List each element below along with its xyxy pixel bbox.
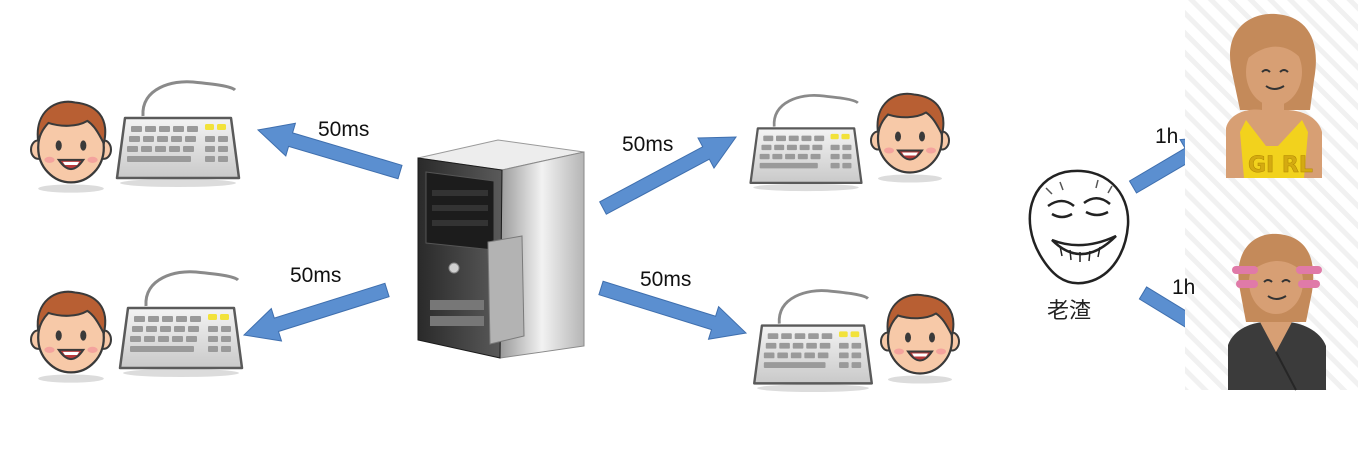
arrow-icon bbox=[256, 122, 403, 180]
client-top-left bbox=[30, 80, 241, 194]
client-top-right bbox=[749, 92, 950, 192]
boy-face-icon bbox=[880, 293, 960, 385]
arrow-icon bbox=[242, 282, 390, 342]
keyboard-icon bbox=[752, 289, 874, 393]
shirt-text: GI RL bbox=[1248, 153, 1313, 178]
boy-face-icon bbox=[30, 100, 112, 194]
boy-face-icon bbox=[30, 290, 112, 384]
woman-avatar-icon: GI RL bbox=[1226, 13, 1322, 178]
duration-label: 1h bbox=[1155, 125, 1178, 148]
person-label: 老渣 bbox=[1047, 299, 1091, 324]
server-tower-icon bbox=[417, 139, 585, 359]
woman-avatar-icon bbox=[1228, 233, 1326, 391]
arrow-icon bbox=[599, 136, 737, 215]
client-bottom-right bbox=[752, 289, 960, 393]
duration-label: 1h bbox=[1172, 276, 1195, 299]
latency-label: 50ms bbox=[318, 118, 369, 141]
client-bottom-left bbox=[30, 270, 244, 384]
latency-label: 50ms bbox=[290, 264, 341, 287]
latency-label: 50ms bbox=[622, 133, 673, 156]
keyboard-icon bbox=[749, 93, 863, 192]
rage-face-icon bbox=[1028, 169, 1130, 285]
latency-label: 50ms bbox=[640, 268, 691, 291]
keyboard-icon bbox=[115, 80, 241, 188]
boy-face-icon bbox=[870, 92, 950, 184]
arrow-icon bbox=[598, 280, 748, 340]
keyboard-icon bbox=[118, 270, 244, 378]
